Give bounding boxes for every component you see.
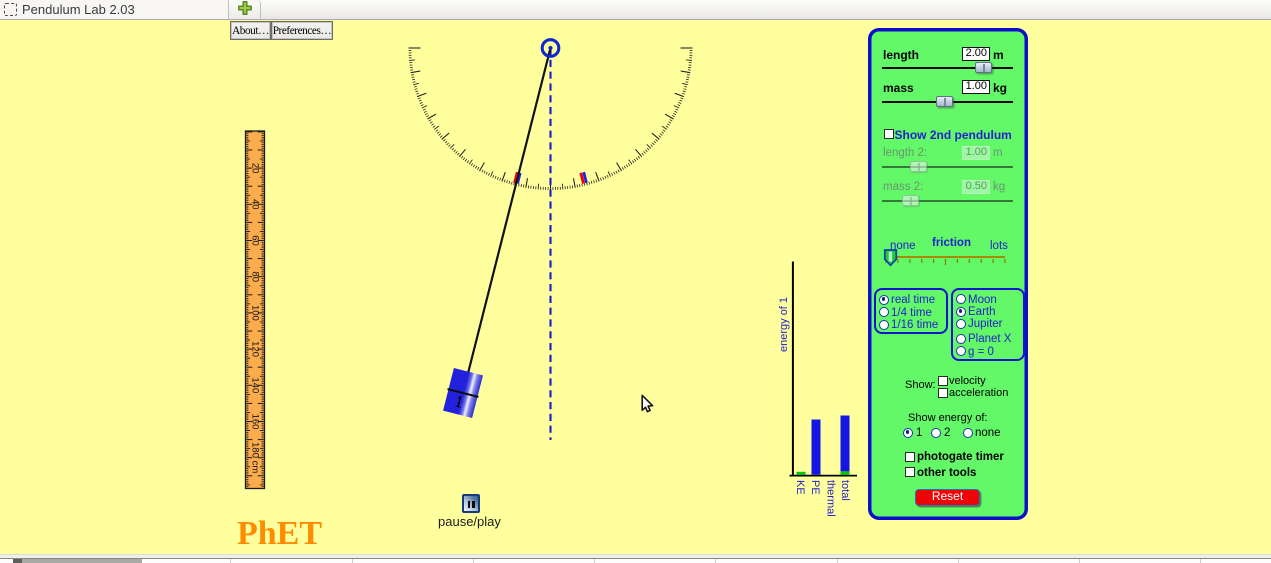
svg-text:60: 60 xyxy=(250,235,261,246)
svg-text:20: 20 xyxy=(250,163,261,174)
svg-text:140: 140 xyxy=(250,377,261,393)
svg-text:120: 120 xyxy=(250,341,261,357)
svg-text:PE: PE xyxy=(809,480,821,495)
svg-text:100: 100 xyxy=(250,305,261,321)
svg-text:thermal: thermal xyxy=(825,480,837,517)
svg-text:energy of 1: energy of 1 xyxy=(778,297,790,352)
svg-text:160: 160 xyxy=(250,414,261,430)
svg-text:180 cm: 180 cm xyxy=(250,442,261,473)
svg-text:80: 80 xyxy=(250,271,261,282)
svg-text:KE: KE xyxy=(794,480,806,495)
svg-text:40: 40 xyxy=(250,199,261,210)
svg-text:total: total xyxy=(839,480,851,501)
